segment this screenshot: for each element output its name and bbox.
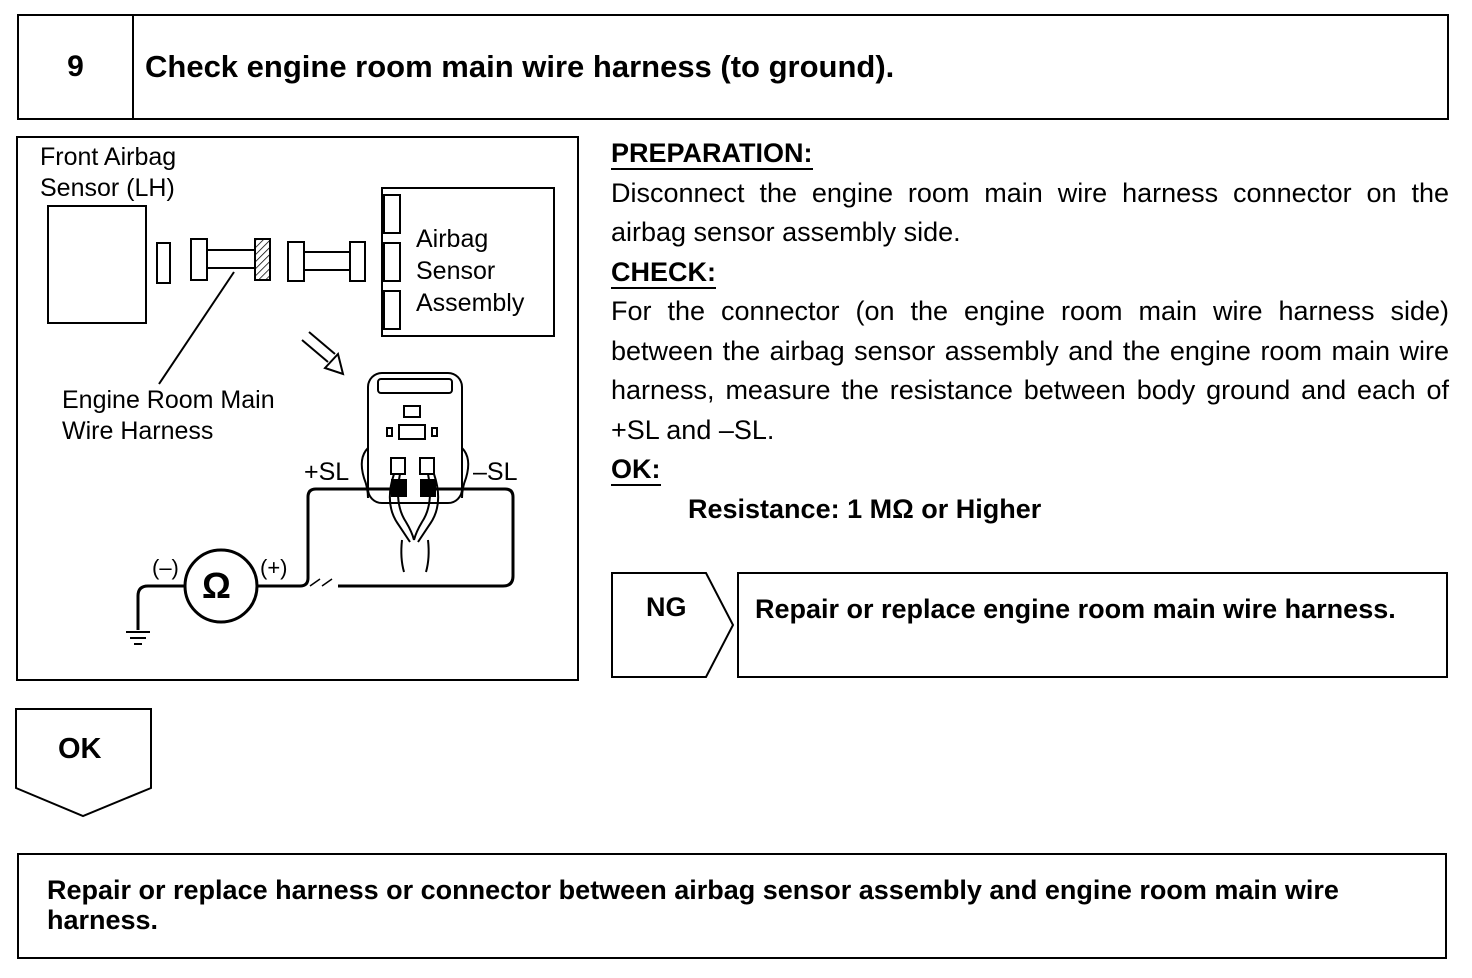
assembly-label-line3: Assembly <box>416 289 525 317</box>
instructions-panel: PREPARATION: Disconnect the engine room … <box>611 134 1449 529</box>
airbag-sensor-assembly-icon <box>381 187 555 337</box>
harness-connector-icon <box>190 238 271 281</box>
preparation-text: Disconnect the engine room main wire har… <box>611 177 1449 248</box>
harness-label-line1: Engine Room Main <box>62 386 275 414</box>
ok-heading: OK: <box>611 454 661 486</box>
harness-connector-icon <box>287 241 366 282</box>
step-title: Check engine room main wire harness (to … <box>145 49 895 84</box>
ng-action-box: Repair or replace engine room main wire … <box>737 572 1448 678</box>
connector-front-view-icon <box>360 372 470 573</box>
step-header: 9 Check engine room main wire harness (t… <box>17 14 1449 120</box>
ground-lead <box>136 584 185 630</box>
check-text: For the connector (on the engine room ma… <box>611 296 1449 445</box>
assembly-label-line1: Airbag <box>416 225 489 253</box>
meter-plus-label: (+) <box>260 555 288 580</box>
front-airbag-sensor-icon <box>47 205 147 324</box>
check-heading: CHECK: <box>611 256 716 289</box>
ohm-symbol: Ω <box>202 565 231 606</box>
final-action-box: Repair or replace harness or connector b… <box>17 853 1447 959</box>
view-direction-arrow-icon <box>301 331 345 376</box>
minus-sl-terminal-label: –SL <box>473 458 518 486</box>
preparation-heading: PREPARATION: <box>611 138 813 170</box>
plus-sl-terminal-label: +SL <box>304 458 350 486</box>
ground-symbol-icon <box>126 631 150 645</box>
resistance-spec: Resistance: 1 MΩ or Higher <box>688 493 1042 524</box>
ok-arrow-icon <box>15 708 152 818</box>
diagram-drawing <box>47 187 555 645</box>
assembly-label-line2: Sensor <box>416 257 496 285</box>
wiring-diagram: Front Airbag Sensor (LH) Airbag Sensor A… <box>16 136 579 681</box>
ng-label: NG <box>646 592 687 622</box>
meter-minus-label: (–) <box>152 555 179 580</box>
step-number: 9 <box>19 16 134 118</box>
ng-arrow-icon <box>611 572 735 678</box>
front-sensor-label-line2: Sensor (LH) <box>40 174 175 202</box>
front-sensor-label-line1: Front Airbag <box>40 143 177 171</box>
harness-label-line2: Wire Harness <box>62 417 214 445</box>
ok-label: OK <box>58 733 102 765</box>
